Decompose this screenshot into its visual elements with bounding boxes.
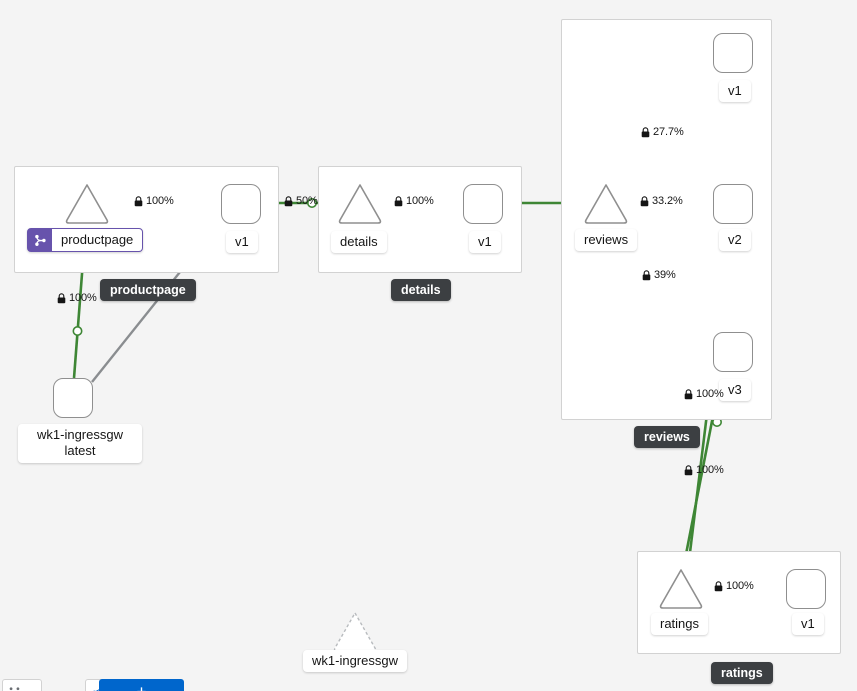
edge-label-reviews-v2[interactable]: 33.2% [640,196,683,207]
edge-label-productpage-v1-value: 100% [146,195,174,207]
node-label-details[interactable]: details [331,231,387,254]
edge-label-reviews-v3-value: 39% [654,269,676,281]
edge-label-reviews-v1[interactable]: 27.7% [641,127,684,138]
node-label-wk1-ingressgw[interactable]: wk1-ingressgw latest [18,424,142,463]
toolbar-primary-button[interactable] [99,679,184,691]
lock-icon [714,581,723,592]
node-label-productpage[interactable]: productpage [27,228,144,253]
node-ratings-v1[interactable] [786,569,826,609]
node-label-details-v1[interactable]: v1 [469,231,501,254]
edge-label-reviews-v3[interactable]: 39% [642,270,676,281]
edge-label-v3-ratings-value: 100% [696,388,724,400]
edge-label-details-in[interactable]: 50% [284,196,318,207]
node-label-reviews-v3[interactable]: v3 [719,379,751,402]
edge-label-details-v1[interactable]: 100% [394,196,434,207]
node-reviews-service[interactable] [583,182,629,224]
edge-label-productpage-in[interactable]: 100% [57,293,97,304]
lock-icon [642,270,651,281]
group-label-details[interactable]: details [391,279,451,301]
lock-icon [684,389,693,400]
node-label-reviews-v2[interactable]: v2 [719,229,751,252]
virtual-service-icon [28,229,52,252]
edge-label-reviews-v2-value: 33.2% [652,195,683,207]
lock-icon [641,127,650,138]
node-label-reviews[interactable]: reviews [575,229,638,252]
lock-icon [640,196,649,207]
edge-label-details-in-value: 50% [296,195,318,207]
node-label-productpage-v1[interactable]: v1 [226,231,258,254]
edge-label-ratings-v1-value: 100% [726,580,754,592]
lock-icon [57,293,66,304]
node-wk1-ingressgw[interactable] [53,378,93,418]
edge-label-ratings-v1[interactable]: 100% [714,581,754,592]
node-label-ratings-v1[interactable]: v1 [792,613,824,636]
edge-label-reviews-v1-value: 27.7% [653,126,684,138]
edge-label-v2-ratings-value: 100% [696,464,724,476]
node-label-reviews-v1[interactable]: v1 [719,80,751,103]
node-details-v1[interactable] [463,184,503,224]
lock-icon [284,196,293,207]
edge-label-v3-ratings[interactable]: 100% [684,389,724,400]
node-label-ratings[interactable]: ratings [651,613,709,636]
group-label-ratings[interactable]: ratings [711,662,773,684]
node-label-productpage-text: productpage [52,229,143,252]
group-label-productpage[interactable]: productpage [100,279,196,301]
lock-icon [134,196,143,207]
node-ratings-service[interactable] [658,567,704,609]
lock-icon [684,465,693,476]
lock-icon [394,196,403,207]
node-details-service[interactable] [337,182,383,224]
toolbar-chip-left[interactable] [2,679,42,691]
node-wk1-ingressgw-placeholder[interactable] [332,610,378,652]
node-label-wk1-ingressgw-placeholder[interactable]: wk1-ingressgw [303,650,407,673]
plus-icon [137,686,146,691]
topology-icon [9,686,20,690]
edge-label-v2-ratings[interactable]: 100% [684,465,724,476]
edge-label-productpage-v1[interactable]: 100% [134,196,174,207]
node-productpage-v1[interactable] [221,184,261,224]
node-productpage-service[interactable] [64,182,110,224]
group-label-reviews[interactable]: reviews [634,426,700,448]
node-reviews-v1[interactable] [713,33,753,73]
edge-label-productpage-in-value: 100% [69,292,97,304]
node-reviews-v3[interactable] [713,332,753,372]
node-label-wk1-ingressgw-line2: latest [64,443,96,459]
node-reviews-v2[interactable] [713,184,753,224]
node-label-wk1-ingressgw-line1: wk1-ingressgw [37,427,123,442]
edge-label-details-v1-value: 100% [406,195,434,207]
